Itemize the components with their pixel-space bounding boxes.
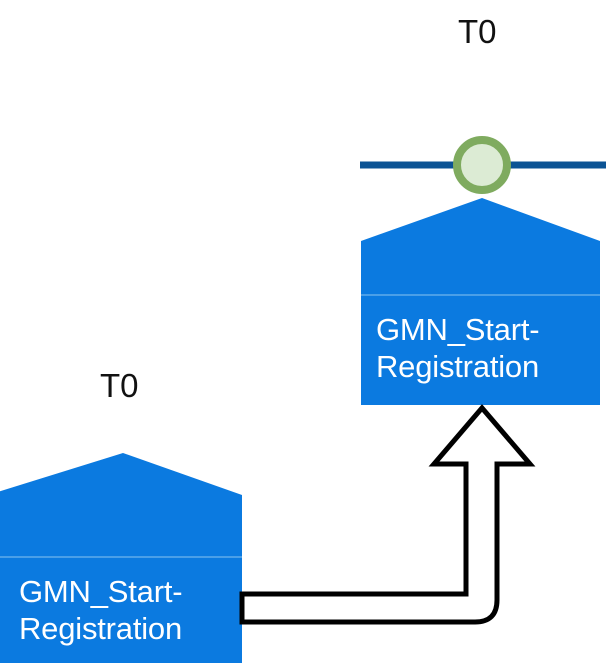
time-marker-bottom: T0 bbox=[100, 367, 139, 404]
time-marker-top: T0 bbox=[458, 13, 497, 50]
message-arrow[interactable] bbox=[239, 404, 536, 625]
node-top-shape[interactable] bbox=[361, 198, 600, 405]
gate-circle-icon[interactable] bbox=[453, 136, 511, 194]
